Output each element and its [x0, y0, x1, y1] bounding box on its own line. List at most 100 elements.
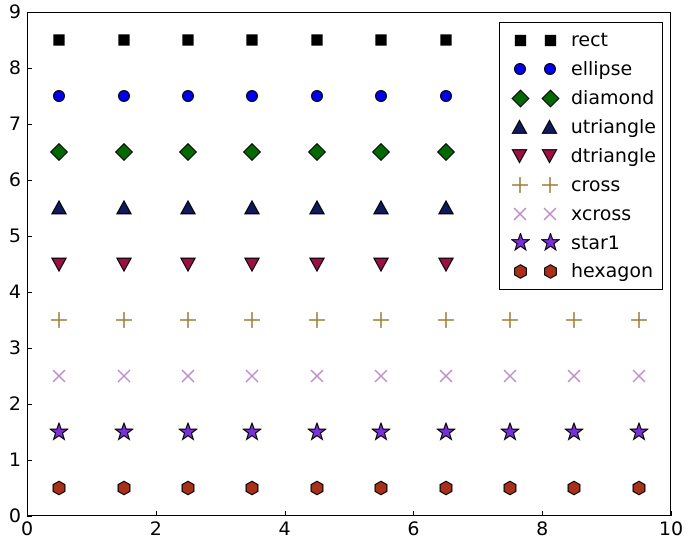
plus-icon	[505, 176, 535, 194]
legend-item-label: dtriangle	[570, 144, 656, 167]
data-point-utriangle	[51, 199, 68, 217]
data-point-utriangle	[179, 199, 197, 217]
data-point-star1	[564, 421, 585, 442]
legend-item-xcross[interactable]: xcross	[505, 200, 656, 228]
data-point-xcross	[630, 367, 648, 385]
data-point-hexagon	[373, 480, 390, 497]
data-point-xcross	[243, 367, 261, 385]
data-point-cross	[50, 311, 68, 329]
data-point-star1	[370, 421, 392, 442]
circle-icon	[535, 61, 565, 77]
data-point-cross	[179, 311, 197, 329]
data-point-ellipse	[438, 88, 454, 104]
x-axis-tick	[542, 511, 544, 516]
y-axis-tick	[27, 124, 32, 125]
x-icon	[535, 205, 565, 223]
data-point-star1	[628, 421, 650, 442]
legend-item-hexagon[interactable]: hexagon	[505, 257, 656, 285]
data-point-cross	[437, 311, 455, 329]
y-axis-tick	[27, 180, 32, 181]
data-point-xcross	[437, 367, 455, 385]
data-point-hexagon	[502, 480, 519, 497]
data-point-hexagon	[115, 480, 132, 497]
legend-item-star1[interactable]: star1	[505, 229, 656, 257]
legend-item-utriangle[interactable]: utriangle	[505, 113, 656, 141]
data-point-hexagon	[244, 480, 261, 497]
hexagon-icon	[535, 263, 565, 280]
y-axis-tick	[27, 516, 32, 517]
plot-area	[27, 12, 671, 516]
data-point-dtriangle	[437, 256, 454, 273]
y-axis-tick-label: 6	[8, 169, 21, 191]
data-point-diamond	[114, 142, 133, 162]
data-point-star1	[48, 421, 70, 442]
data-point-cross	[243, 311, 261, 329]
y-axis-tick	[27, 68, 32, 69]
data-point-hexagon	[566, 480, 583, 497]
data-point-rect	[52, 33, 67, 48]
data-point-xcross	[501, 367, 519, 385]
y-axis-tick	[27, 236, 32, 237]
data-point-utriangle	[437, 199, 454, 217]
data-point-dtriangle	[373, 256, 390, 273]
data-point-utriangle	[115, 199, 132, 217]
y-axis-tick	[27, 348, 32, 349]
legend-item-rect[interactable]: rect	[505, 26, 656, 54]
data-point-rect	[309, 33, 324, 48]
data-point-xcross	[372, 367, 390, 385]
x-axis-tick-label: 4	[278, 518, 291, 540]
star-icon	[535, 233, 565, 252]
legend-item-ellipse[interactable]: ellipse	[505, 55, 656, 83]
data-point-dtriangle	[308, 256, 325, 273]
legend-item-dtriangle[interactable]: dtriangle	[505, 142, 656, 170]
y-axis-tick-label: 3	[8, 337, 21, 359]
data-point-star1	[306, 421, 328, 442]
data-point-cross	[115, 311, 133, 329]
diamond-icon	[535, 89, 565, 108]
data-point-hexagon	[180, 480, 197, 497]
data-point-rect	[438, 33, 453, 48]
x-axis-tick	[27, 511, 28, 516]
x-axis-tick-label: 2	[149, 518, 162, 540]
circle-icon	[505, 61, 535, 77]
legend-item-cross[interactable]: cross	[505, 171, 656, 199]
legend-item-label: xcross	[571, 202, 632, 225]
data-point-ellipse	[373, 88, 389, 104]
square-icon	[505, 33, 535, 48]
x-axis-tick-label: 10	[658, 518, 684, 540]
legend-item-label: hexagon	[571, 260, 654, 283]
data-point-dtriangle	[244, 256, 261, 273]
data-point-rect	[245, 33, 260, 48]
data-point-star1	[435, 421, 456, 442]
y-axis-tick-label: 5	[8, 225, 21, 247]
data-point-star1	[113, 421, 134, 442]
y-axis-tick-label: 4	[8, 281, 21, 303]
legend-item-label: cross	[571, 173, 621, 196]
x-icon	[505, 205, 535, 223]
triangle-down-icon	[505, 147, 535, 165]
data-point-xcross	[179, 367, 197, 385]
data-point-diamond	[436, 142, 455, 162]
x-axis-tick	[671, 511, 672, 516]
data-point-star1	[242, 421, 263, 442]
legend-item-label: utriangle	[570, 116, 656, 139]
data-point-ellipse	[116, 88, 132, 104]
data-point-xcross	[115, 367, 133, 385]
y-axis-tick-label: 1	[8, 449, 21, 471]
legend-item-label: diamond	[571, 87, 655, 110]
y-axis-tick	[27, 292, 32, 293]
data-point-xcross	[50, 367, 68, 385]
data-point-diamond	[243, 142, 262, 162]
legend-item-diamond[interactable]: diamond	[505, 84, 656, 112]
x-axis-tick-label: 8	[536, 518, 549, 540]
y-axis-tick-label: 7	[8, 113, 21, 135]
data-point-cross	[630, 311, 648, 329]
hexagon-icon	[505, 263, 535, 280]
y-axis-tick-label: 0	[8, 505, 21, 527]
y-axis-tick-label: 2	[8, 393, 21, 415]
plus-icon	[535, 176, 565, 194]
y-axis-tick-label: 8	[8, 57, 21, 79]
legend-item-label: ellipse	[571, 58, 633, 81]
data-point-cross	[501, 311, 519, 329]
